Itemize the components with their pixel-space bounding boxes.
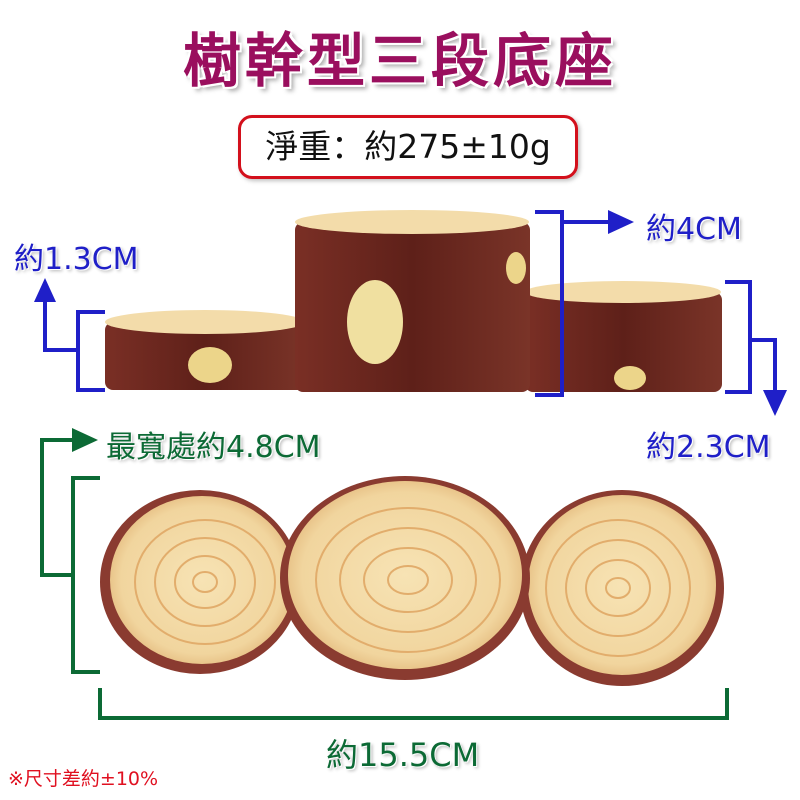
right-height-label: 約2.3CM <box>646 430 771 465</box>
slice-middle <box>280 476 530 680</box>
green-dimension-lines <box>40 428 729 720</box>
tolerance-note: ※尺寸差約±10% <box>8 768 159 790</box>
length-label: 約15.5CM <box>326 736 480 774</box>
widest-label: 最寬處約4.8CM <box>106 430 321 465</box>
middle-stump <box>295 210 530 392</box>
right-stump <box>525 281 722 392</box>
blue-dimension-lines <box>34 210 787 416</box>
slice-left <box>100 490 300 674</box>
side-view <box>105 210 722 392</box>
top-view <box>100 476 724 686</box>
slice-right <box>520 490 724 686</box>
left-height-label: 約1.3CM <box>14 242 139 277</box>
page-title: 樹幹型三段底座 <box>182 27 617 95</box>
middle-height-label: 約4CM <box>646 212 742 247</box>
weight-badge: 淨重：約275±10g <box>238 115 578 179</box>
left-stump <box>105 310 305 390</box>
